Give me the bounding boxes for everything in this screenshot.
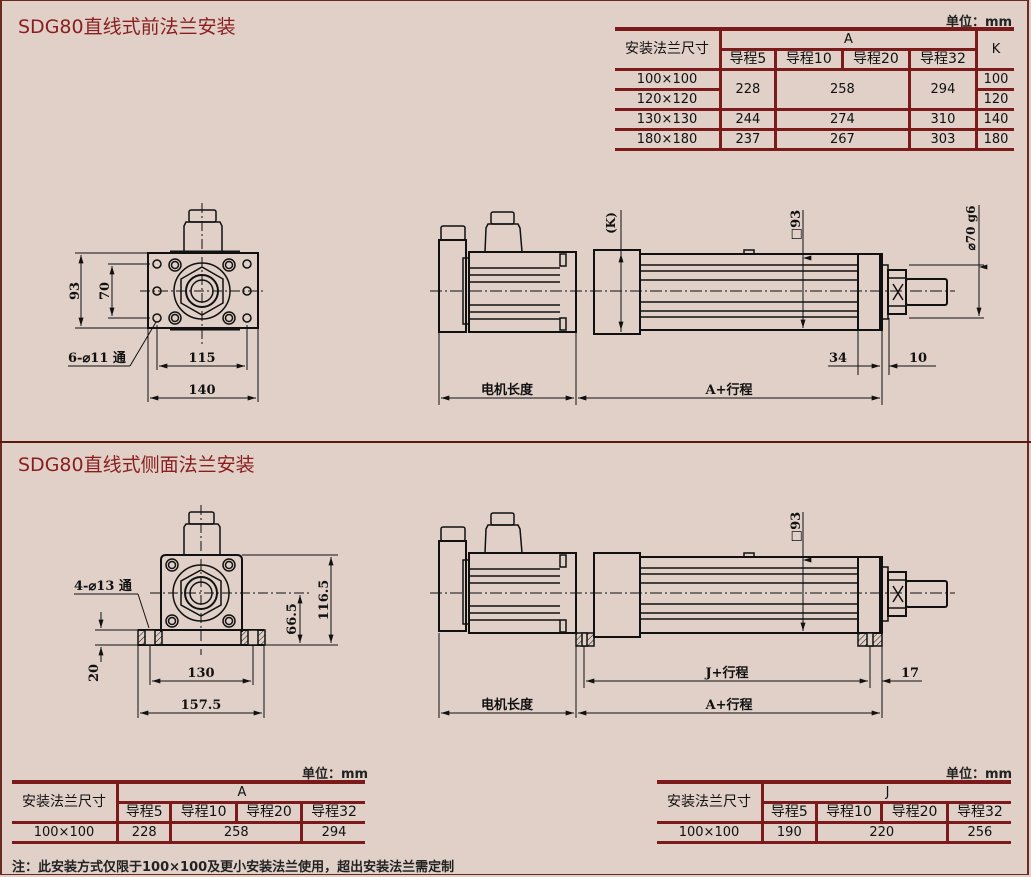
a10-20-cell: 267 — [773, 128, 911, 151]
lead-5-header: 导程5 — [115, 801, 173, 824]
a32-cell: 303 — [907, 128, 979, 151]
col-k-header: K — [975, 27, 1014, 71]
dim-20-label: 20 — [87, 664, 102, 682]
size-cell: 180×180 — [615, 128, 722, 151]
a10-20-cell: 274 — [773, 108, 911, 131]
dim-10-label: 10 — [909, 351, 927, 366]
shaft-dia-label: ⌀70 g6 — [964, 206, 978, 251]
dim-66-label: 66.5 — [285, 603, 300, 635]
size-cell: 130×130 — [615, 108, 722, 131]
front-end-dimensions — [68, 252, 259, 402]
a32-cell: 294 — [907, 68, 979, 111]
front-end-centerlines — [140, 203, 265, 345]
a10-20-cell: 258 — [773, 68, 911, 111]
v10-20-cell: 258 — [169, 821, 304, 844]
group-a-header: A — [719, 27, 978, 51]
k-cell: 100 — [975, 68, 1014, 91]
col-size-header: 安装法兰尺寸 — [12, 780, 119, 824]
table-row: 100×100 228 258 294 — [12, 821, 365, 844]
size-cell: 100×100 — [657, 821, 764, 844]
unit-label-side-a: 单位：mm — [302, 767, 369, 782]
dim-116-label: 116.5 — [317, 580, 332, 621]
section-divider — [0, 441, 1031, 443]
v5-cell: 190 — [761, 821, 818, 844]
side-motor-length-label: 电机长度 — [481, 697, 534, 713]
size-cell: 100×100 — [615, 68, 722, 91]
a5-cell: 237 — [719, 128, 777, 151]
lead-32-header: 导程32 — [300, 801, 365, 824]
dim-k-label: (K) — [604, 212, 618, 234]
k-cell: 120 — [975, 88, 1014, 111]
dim-130-label: 130 — [187, 666, 214, 681]
group-a-header: A — [116, 780, 365, 804]
a5-cell: 244 — [719, 108, 777, 131]
lead-10-header: 导程10 — [169, 801, 238, 824]
k-cell: 180 — [975, 128, 1014, 151]
a32-cell: 310 — [907, 108, 979, 131]
size-cell: 120×120 — [615, 88, 722, 111]
dim-17-label: 17 — [901, 666, 919, 681]
size-cell: 100×100 — [12, 821, 119, 844]
dim-140-label: 140 — [188, 383, 215, 398]
table-row: 180×180 237 267 303 180 — [615, 128, 1014, 151]
lead-32-header: 导程32 — [907, 48, 979, 71]
dim-70-label: 70 — [98, 282, 113, 300]
front-actuator-side-view — [438, 211, 948, 335]
footnote: 注：此安装方式仅限于100×100及更小安装法兰使用，超出安装法兰需定制 — [12, 860, 455, 875]
side-a-stroke-label: A+行程 — [705, 697, 753, 713]
side-square-93-label: □93 — [789, 512, 804, 542]
v32-cell: 256 — [945, 821, 1011, 844]
lead-20-header: 导程20 — [234, 801, 304, 824]
side-view-dimensions — [430, 512, 955, 718]
square-93-label: □93 — [789, 210, 804, 240]
lead-5-header: 导程5 — [719, 48, 777, 71]
side-a-table: 安装法兰尺寸 A 导程5 导程10 导程20 导程32 100×100 228 … — [12, 780, 365, 844]
dim-115-label: 115 — [188, 351, 215, 366]
side-j-table: 安装法兰尺寸 J 导程5 导程10 导程20 导程32 100×100 190 … — [657, 780, 1011, 844]
col-size-header: 安装法兰尺寸 — [657, 780, 764, 824]
v32-cell: 294 — [300, 821, 365, 844]
table-row: 130×130 244 274 310 140 — [615, 108, 1014, 131]
lead-10-header: 导程10 — [773, 48, 844, 71]
front-flange-end-view — [147, 209, 259, 331]
group-j-header: J — [761, 780, 1011, 804]
lead-32-header: 导程32 — [945, 801, 1011, 824]
dim-93-label: 93 — [68, 282, 83, 300]
a-stroke-label: A+行程 — [705, 382, 753, 398]
a5-cell: 228 — [719, 68, 777, 111]
motor-length-label: 电机长度 — [481, 382, 534, 398]
dim-157-label: 157.5 — [181, 698, 222, 713]
side-holes-label: 4-⌀13 通 — [74, 578, 132, 594]
table-row: 120×120 120 — [615, 88, 1014, 111]
table-row: 100×100 190 220 256 — [657, 821, 1011, 844]
j-stroke-label: J+行程 — [704, 665, 748, 681]
lead-10-header: 导程10 — [814, 801, 884, 824]
col-size-header: 安装法兰尺寸 — [615, 27, 722, 71]
lead-20-header: 导程20 — [880, 801, 949, 824]
lead-20-header: 导程20 — [840, 48, 911, 71]
front-side-dimensions — [430, 205, 984, 405]
side-end-dimensions — [74, 505, 338, 718]
side-actuator-side-view — [438, 512, 948, 647]
section-title-side: SDG80直线式侧面法兰安装 — [18, 454, 255, 476]
k-cell: 140 — [975, 108, 1014, 131]
v10-20-cell: 220 — [814, 821, 949, 844]
table-row: 100×100 228 258 294 100 — [615, 68, 1014, 111]
front-flange-table: 安装法兰尺寸 A K 导程5 导程10 导程20 导程32 100×100 22… — [615, 27, 1014, 151]
unit-label-side-j: 单位：mm — [946, 767, 1013, 782]
v5-cell: 228 — [115, 821, 173, 844]
holes-label: 6-⌀11 通 — [68, 350, 126, 366]
dim-34-label: 34 — [829, 351, 847, 366]
section-title-front: SDG80直线式前法兰安装 — [18, 16, 236, 38]
unit-label-front: 单位：mm — [946, 15, 1013, 30]
lead-5-header: 导程5 — [761, 801, 818, 824]
